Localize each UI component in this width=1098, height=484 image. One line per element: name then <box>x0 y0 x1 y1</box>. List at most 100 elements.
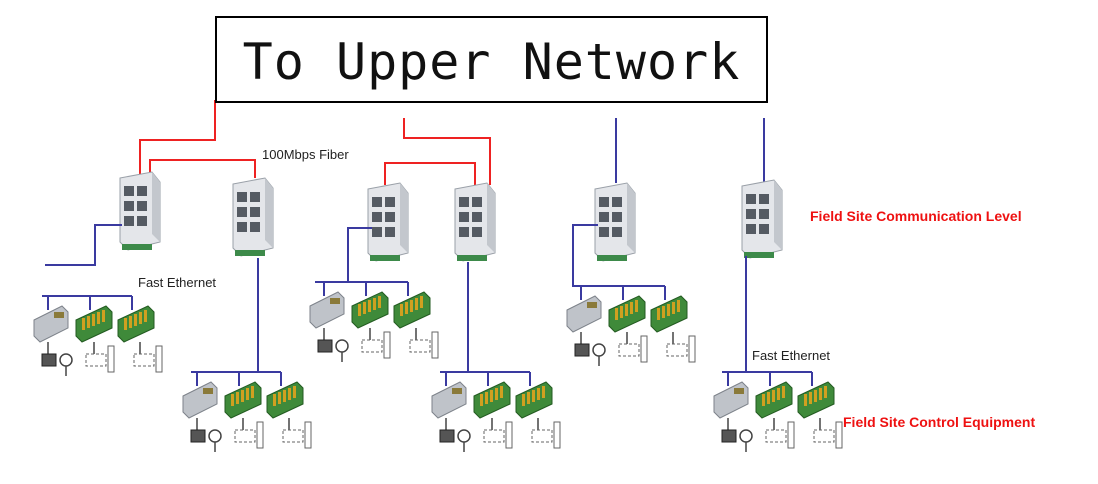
motor-body <box>721 429 737 443</box>
io-terminal <box>415 298 418 310</box>
switch-port <box>599 227 609 237</box>
io-terminal <box>814 390 817 402</box>
motor-body <box>41 353 57 367</box>
switch-port <box>237 222 247 232</box>
switch-port <box>746 194 756 204</box>
io-terminal <box>809 392 812 404</box>
io-terminal <box>767 392 770 404</box>
field-device-icon <box>190 429 222 452</box>
switch-port <box>746 209 756 219</box>
switch-side <box>487 183 495 253</box>
industrial-ethernet-switch-icon <box>119 171 161 251</box>
io-terminal <box>236 392 239 404</box>
fiber-link <box>139 100 216 175</box>
industrial-ethernet-switch-icon <box>454 182 496 262</box>
ethernet-link <box>572 224 598 287</box>
plc-controller-icon <box>566 295 602 333</box>
ethernet-link <box>450 262 469 373</box>
gauge-dial <box>335 339 349 353</box>
field-device-icon <box>282 421 312 449</box>
industrial-ethernet-switch-icon <box>367 182 409 262</box>
io-module-icon <box>351 291 389 329</box>
io-terminal <box>819 388 822 400</box>
controller-panel <box>587 302 597 308</box>
io-terminal <box>144 310 147 322</box>
io-terminal <box>363 302 366 314</box>
switch-mount <box>744 252 774 258</box>
switch-side <box>400 183 408 253</box>
io-terminal <box>824 386 827 398</box>
upper-network-title: To Upper Network <box>242 33 741 91</box>
switch-port <box>459 227 469 237</box>
io-terminal <box>804 394 807 406</box>
io-terminal <box>537 388 540 400</box>
io-module-icon <box>473 381 511 419</box>
switch-side <box>627 183 635 253</box>
motor-body <box>317 339 333 353</box>
industrial-ethernet-switch-icon <box>232 177 274 257</box>
switch-port <box>612 212 622 222</box>
switch-side <box>774 180 782 250</box>
io-module-icon <box>650 295 688 333</box>
control-equipment-label: Field Site Control Equipment <box>843 414 1036 430</box>
valve-body <box>483 429 505 443</box>
io-terminal <box>630 302 633 314</box>
valve-stem <box>553 421 561 449</box>
valve-body <box>666 343 688 357</box>
io-terminal <box>490 390 493 402</box>
io-terminal <box>293 386 296 398</box>
switch-port <box>472 197 482 207</box>
switch-port <box>124 216 134 226</box>
switch-port <box>250 192 260 202</box>
io-terminal <box>373 298 376 310</box>
io-terminal <box>777 388 780 400</box>
valve-body <box>85 353 107 367</box>
io-terminal <box>129 316 132 328</box>
plc-controller-icon <box>309 291 345 329</box>
plc-controller-icon <box>33 305 69 343</box>
io-terminal <box>241 390 244 402</box>
io-terminal <box>410 300 413 312</box>
fiber-link <box>403 118 491 185</box>
io-terminal <box>102 310 105 322</box>
field-device-icon <box>765 421 795 449</box>
fast-ethernet-label-left: Fast Ethernet <box>138 275 217 290</box>
valve-stem <box>256 421 264 449</box>
controller-body <box>566 295 602 333</box>
io-terminal <box>485 392 488 404</box>
io-terminal <box>87 316 90 328</box>
fiber-link <box>384 162 476 185</box>
valve-body <box>813 429 835 443</box>
switch-port <box>385 197 395 207</box>
motor-body <box>190 429 206 443</box>
valve-stem <box>304 421 312 449</box>
switch-port <box>459 197 469 207</box>
io-terminal <box>620 306 623 318</box>
switch-port <box>137 216 147 226</box>
switch-port <box>237 192 247 202</box>
switch-mount <box>122 244 152 250</box>
field-device-icon <box>361 331 391 359</box>
io-module-icon <box>117 305 155 343</box>
valve-stem <box>688 335 696 363</box>
io-terminal <box>625 304 628 316</box>
field-device-icon <box>483 421 513 449</box>
io-terminal <box>657 308 660 320</box>
plc-controller-icon <box>713 381 749 419</box>
switch-port <box>746 224 756 234</box>
field-device-icon <box>531 421 561 449</box>
switch-port <box>372 212 382 222</box>
io-module-icon <box>608 295 646 333</box>
io-terminal <box>635 300 638 312</box>
io-terminal <box>542 386 545 398</box>
io-terminal <box>283 390 286 402</box>
valve-body <box>409 339 431 353</box>
switch-port <box>372 227 382 237</box>
io-terminal <box>672 302 675 314</box>
valve-body <box>531 429 553 443</box>
fast-ethernet-label-right: Fast Ethernet <box>752 348 831 363</box>
io-terminal <box>495 388 498 400</box>
io-terminal <box>368 300 371 312</box>
plc-controller-icon <box>431 381 467 419</box>
